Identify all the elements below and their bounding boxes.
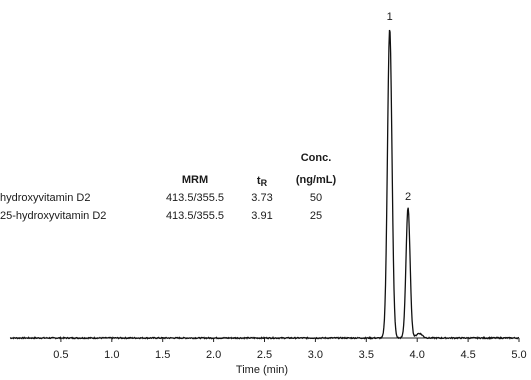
table-header-tr: tR [257,175,268,188]
x-tick-label: 3.0 [308,349,323,361]
table-row-2-tr: 3.91 [251,210,272,222]
x-tick-label: 0.5 [53,349,68,361]
table-row-2-conc: 25 [310,210,322,222]
x-tick-label: 1.5 [155,349,170,361]
x-tick-label: 2.5 [257,349,272,361]
x-tick-label: 2.0 [206,349,221,361]
x-tick-label: 5.0 [511,349,526,361]
x-axis-title: Time (min) [236,364,288,376]
table-row-1-mrm: 413.5/355.5 [166,192,224,204]
x-tick-label: 4.0 [410,349,425,361]
table-row-1-conc: 50 [310,192,322,204]
table-row-1-tr: 3.73 [251,192,272,204]
table-header-conc: Conc. [301,152,332,164]
table-header-mrm: MRM [182,174,208,186]
x-tick-label: 4.5 [460,349,475,361]
compound-table: Conc. MRM tR (ng/mL) hydroxyvitamin D2 4… [0,152,336,222]
table-row-2-mrm: 413.5/355.5 [166,210,224,222]
table-row-2-name: 25-hydroxyvitamin D2 [0,210,106,222]
x-tick-label: 1.0 [104,349,119,361]
peak-1-label: 1 [387,11,393,23]
table-row-1-name: hydroxyvitamin D2 [0,192,90,204]
table-header-tr-sub: R [261,178,268,188]
x-tick-label: 3.5 [359,349,374,361]
x-axis-tick-labels: 0.5 1.0 1.5 2.0 2.5 3.0 3.5 4.0 4.5 5.0 [53,349,526,361]
peak-2-label: 2 [405,191,411,203]
chromatogram-trace [9,29,520,340]
table-header-conc-unit: (ng/mL) [296,174,337,186]
table-header-tr-main: t [257,175,261,187]
